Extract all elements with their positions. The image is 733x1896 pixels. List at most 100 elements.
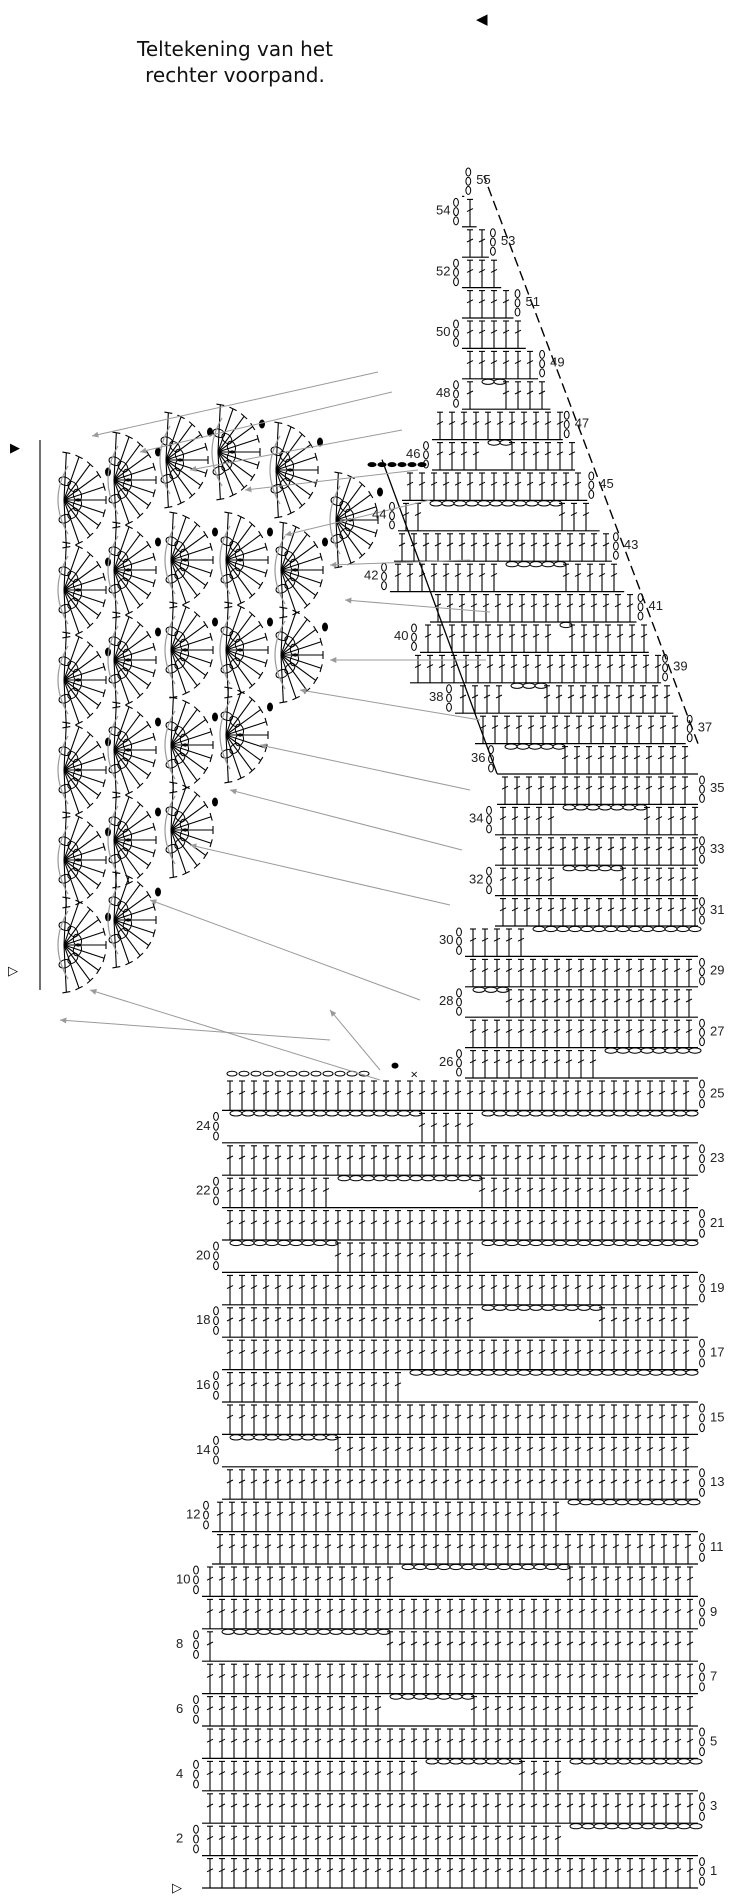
chain-stitch <box>278 1240 290 1245</box>
fan-spoke-tip <box>97 741 101 748</box>
shoulder-edge <box>484 176 698 744</box>
fan-spoke-tip <box>137 603 143 608</box>
chain-stitch <box>617 1048 629 1053</box>
chain-stitch <box>593 926 605 931</box>
chain-stitch <box>523 683 535 688</box>
fan-spoke-tip <box>194 612 200 617</box>
chain-stitch <box>222 1629 234 1634</box>
turning-chain <box>194 1631 199 1639</box>
chain-stitch <box>388 462 397 467</box>
row-number: 11 <box>710 1539 724 1554</box>
chain-stitch <box>434 1176 446 1181</box>
turning-chain <box>700 1339 705 1347</box>
chain-stitch <box>506 1305 518 1310</box>
chain-stitch <box>626 1111 638 1116</box>
turning-chain <box>447 703 452 711</box>
chain-stitch <box>263 1071 273 1076</box>
fan-spoke-tip <box>87 978 93 983</box>
fan-shell <box>58 452 111 548</box>
slip-stitch <box>155 808 161 817</box>
fan-spoke-tip <box>359 482 365 487</box>
fan-shell <box>220 602 273 698</box>
chain-stitch <box>563 805 575 810</box>
row-number: 18 <box>196 1312 210 1327</box>
fan-spoke <box>281 619 307 655</box>
turning-chain <box>700 1803 705 1811</box>
chain-stitch <box>534 1564 546 1569</box>
turning-chain <box>700 1210 705 1218</box>
fan-spoke-tip <box>224 512 232 513</box>
turning-chain <box>700 1424 705 1432</box>
fan-spoke-tip <box>204 801 208 808</box>
turning-chain <box>424 451 429 459</box>
fan-shell <box>108 432 161 528</box>
turning-chain <box>457 989 462 997</box>
turning-chain <box>700 776 705 784</box>
turning-chain <box>487 806 492 814</box>
turning-chain <box>382 582 387 590</box>
turning-chain <box>489 764 494 772</box>
row-number: 35 <box>710 780 724 795</box>
fan-spoke-tip <box>87 822 93 827</box>
chain-stitch <box>494 1305 506 1310</box>
turning-chain <box>214 1112 219 1120</box>
chain-stitch <box>230 1435 242 1440</box>
chain-stitch <box>568 1500 580 1505</box>
chain-stitch <box>566 1305 578 1310</box>
chain-stitch <box>242 1435 254 1440</box>
turning-chain <box>491 247 496 255</box>
chain-stitch <box>402 1694 414 1699</box>
fan-spoke <box>114 920 140 956</box>
turning-chain <box>700 1673 705 1681</box>
turning-chain <box>466 186 471 194</box>
turning-chain <box>214 1307 219 1315</box>
slip-stitch <box>155 718 161 727</box>
chain-stitch <box>542 562 554 567</box>
fan-spoke-tip <box>259 531 263 538</box>
chain-stitch <box>518 562 530 567</box>
fan-spoke-tip <box>259 757 263 764</box>
fan-spoke-tip <box>147 592 151 599</box>
turning-chain <box>700 1858 705 1866</box>
chain-stitch <box>638 1240 650 1245</box>
turning-chain <box>457 998 462 1006</box>
arrow-head-icon <box>245 486 252 492</box>
chain-stitch <box>650 1111 662 1116</box>
fan-spoke-tip <box>137 513 143 518</box>
chain-stitch <box>582 1759 594 1764</box>
fan-spoke <box>171 650 197 686</box>
row-number: 13 <box>710 1474 724 1489</box>
fan-spoke-tip <box>97 522 101 529</box>
chain-stitch <box>587 866 599 871</box>
fan-spoke-tip <box>274 517 282 518</box>
fan-spoke <box>64 644 90 680</box>
fan-spoke <box>166 424 192 460</box>
chain-stitch <box>242 1240 254 1245</box>
chain-stitch <box>678 1759 690 1764</box>
chain-stitch <box>486 1759 498 1764</box>
fan-spoke <box>64 734 90 770</box>
chain-stitch <box>302 1240 314 1245</box>
arrow-head-icon <box>230 789 237 795</box>
chain-stitch <box>538 501 550 506</box>
turning-chain <box>382 563 387 571</box>
fan-spoke <box>64 554 90 590</box>
fan-spoke-tip <box>97 471 101 478</box>
chain-stitch <box>398 462 407 467</box>
chain-stitch <box>485 987 497 992</box>
fan-spoke-tip <box>147 862 151 869</box>
fan-spoke-tip <box>97 702 101 709</box>
turning-chain <box>700 1663 705 1671</box>
chain-stitch <box>306 1629 318 1634</box>
row-number: 26 <box>439 1054 453 1069</box>
chain-stitch <box>270 1629 282 1634</box>
chain-stitch <box>617 926 629 931</box>
fan-shell <box>212 404 265 500</box>
chain-stitch <box>462 1564 474 1569</box>
chain-stitch <box>686 1111 698 1116</box>
row-number: 32 <box>469 871 483 886</box>
row-number: 7 <box>710 1669 717 1684</box>
chain-stitch <box>650 1370 662 1375</box>
chain-stitch <box>590 1111 602 1116</box>
turning-chain <box>214 1122 219 1130</box>
